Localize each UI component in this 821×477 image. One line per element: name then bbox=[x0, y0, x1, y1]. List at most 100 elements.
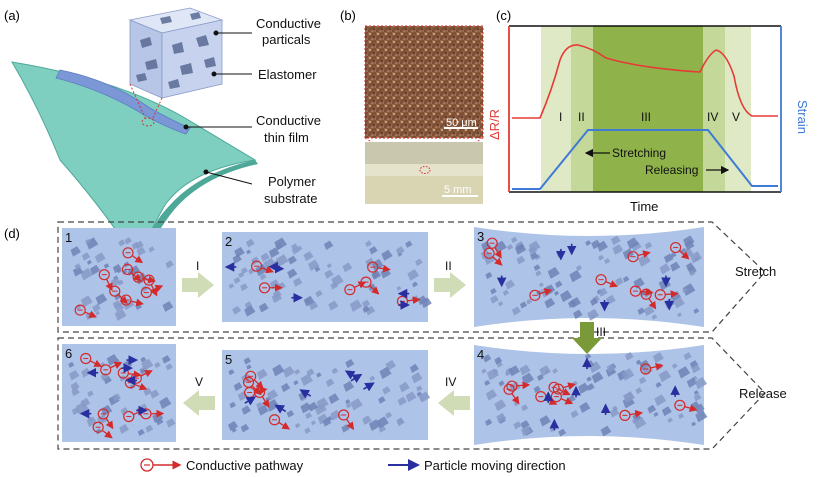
conductive-pathway-arrow bbox=[105, 278, 113, 292]
particle-flake bbox=[124, 237, 132, 245]
particle-flake bbox=[267, 389, 279, 401]
particle-flake bbox=[140, 356, 147, 363]
particle-flake bbox=[395, 246, 405, 255]
label-conductive-film-2: thin film bbox=[264, 130, 309, 145]
particle-flake bbox=[659, 263, 671, 275]
conductive-pathway-marker bbox=[140, 286, 152, 299]
particle-flake bbox=[598, 254, 605, 261]
particle-flake bbox=[635, 359, 642, 365]
conductive-pathway-arrow bbox=[89, 359, 102, 367]
particle-flake bbox=[255, 263, 268, 277]
particle-flake bbox=[303, 295, 315, 307]
stage-band-v bbox=[725, 26, 751, 192]
release-row-frame bbox=[57, 337, 766, 450]
step-label-iv: IV bbox=[445, 375, 456, 389]
particle-flake bbox=[276, 254, 289, 267]
stage-band-i bbox=[541, 26, 571, 192]
strain-curve bbox=[512, 129, 778, 190]
particle-flake bbox=[371, 271, 379, 279]
particle-flake bbox=[689, 360, 699, 369]
conductive-pathway-arrow bbox=[648, 298, 657, 310]
particle-flake bbox=[407, 269, 420, 281]
particle-flake bbox=[271, 292, 282, 304]
particle-flake bbox=[95, 293, 108, 306]
particle-flake bbox=[654, 394, 667, 407]
particle-flake bbox=[233, 276, 241, 284]
cell-number-6: 6 bbox=[65, 346, 72, 361]
particle-flake bbox=[376, 416, 389, 429]
conductive-pathway-arrow bbox=[684, 404, 698, 412]
particle-flake bbox=[114, 292, 122, 301]
particle-flake bbox=[494, 356, 503, 365]
conductive-pathway-marker bbox=[100, 364, 112, 376]
conductive-pathway-marker bbox=[80, 352, 92, 365]
particle-flake bbox=[587, 383, 595, 391]
particle-flake bbox=[110, 277, 121, 288]
particle-flake bbox=[328, 300, 339, 311]
particle-flake bbox=[632, 418, 638, 424]
particle-flake bbox=[498, 301, 504, 307]
conductive-pathway-arrow bbox=[494, 247, 502, 259]
particle-flake bbox=[625, 352, 634, 361]
particle-flake bbox=[240, 423, 250, 433]
particle-flake bbox=[362, 415, 372, 425]
conductive-pathway-marker bbox=[92, 421, 104, 433]
particle-flake bbox=[228, 369, 235, 376]
conductive-pathway-marker bbox=[674, 399, 686, 411]
conductive-pathway-arrow bbox=[84, 310, 97, 318]
particle-flake bbox=[162, 355, 171, 364]
particle-flake bbox=[291, 243, 299, 251]
particle-flake bbox=[244, 301, 253, 309]
conductive-pathway-marker bbox=[483, 247, 495, 259]
particle-flake bbox=[533, 385, 541, 393]
particle-flake bbox=[145, 424, 154, 433]
particle-flake bbox=[533, 264, 541, 272]
conductive-pathway-marker bbox=[245, 370, 257, 382]
legend-pathway-label: Conductive pathway bbox=[186, 458, 304, 473]
particle-flake bbox=[228, 283, 235, 289]
particle-flake bbox=[498, 380, 505, 387]
xlabel-time: Time bbox=[630, 199, 658, 214]
cell-number-4: 4 bbox=[477, 347, 484, 362]
particle-flake bbox=[554, 290, 560, 296]
annotation-releasing: Releasing bbox=[645, 163, 698, 177]
particle-flake bbox=[303, 251, 314, 262]
conductive-pathway-marker bbox=[629, 285, 642, 297]
particle-flake bbox=[103, 263, 110, 269]
particle-flake bbox=[658, 369, 672, 383]
particle-flake bbox=[311, 420, 317, 426]
particle-flake bbox=[519, 301, 528, 309]
particle-flake bbox=[240, 283, 248, 291]
particle-flake bbox=[585, 240, 592, 246]
conductive-pathway-marker bbox=[619, 409, 631, 421]
particle-flake bbox=[490, 295, 499, 304]
particle-flake bbox=[165, 260, 174, 269]
particle-flake bbox=[331, 274, 344, 287]
particle-flake bbox=[567, 299, 577, 308]
particle-flake bbox=[233, 382, 243, 392]
conductive-pathway-arrow bbox=[117, 294, 128, 305]
particle-flake bbox=[162, 301, 174, 312]
particle-flake bbox=[626, 237, 639, 250]
step-arrow-i bbox=[182, 272, 214, 298]
particle-flake bbox=[304, 427, 311, 434]
conductive-pathway-arrow bbox=[354, 281, 367, 289]
particle-flake bbox=[416, 391, 423, 397]
panel-b-tag: (b) bbox=[340, 8, 356, 23]
stage-band-iii bbox=[593, 26, 703, 192]
particle-flake bbox=[511, 236, 518, 244]
particle-flake bbox=[385, 360, 397, 371]
particle-flake bbox=[411, 372, 423, 384]
particle-flake bbox=[506, 244, 514, 251]
particle-flake bbox=[639, 359, 651, 371]
particle-flake bbox=[651, 314, 658, 320]
label-elastomer: Elastomer bbox=[258, 67, 317, 82]
conductive-pathway-marker bbox=[242, 376, 255, 388]
particle-flake bbox=[420, 297, 432, 309]
particle-flake bbox=[511, 306, 521, 316]
particle-flake bbox=[600, 425, 612, 437]
particle-flake bbox=[579, 402, 591, 414]
particle-flake bbox=[416, 385, 423, 392]
scale-bar-5mm: 5 mm bbox=[444, 184, 472, 196]
